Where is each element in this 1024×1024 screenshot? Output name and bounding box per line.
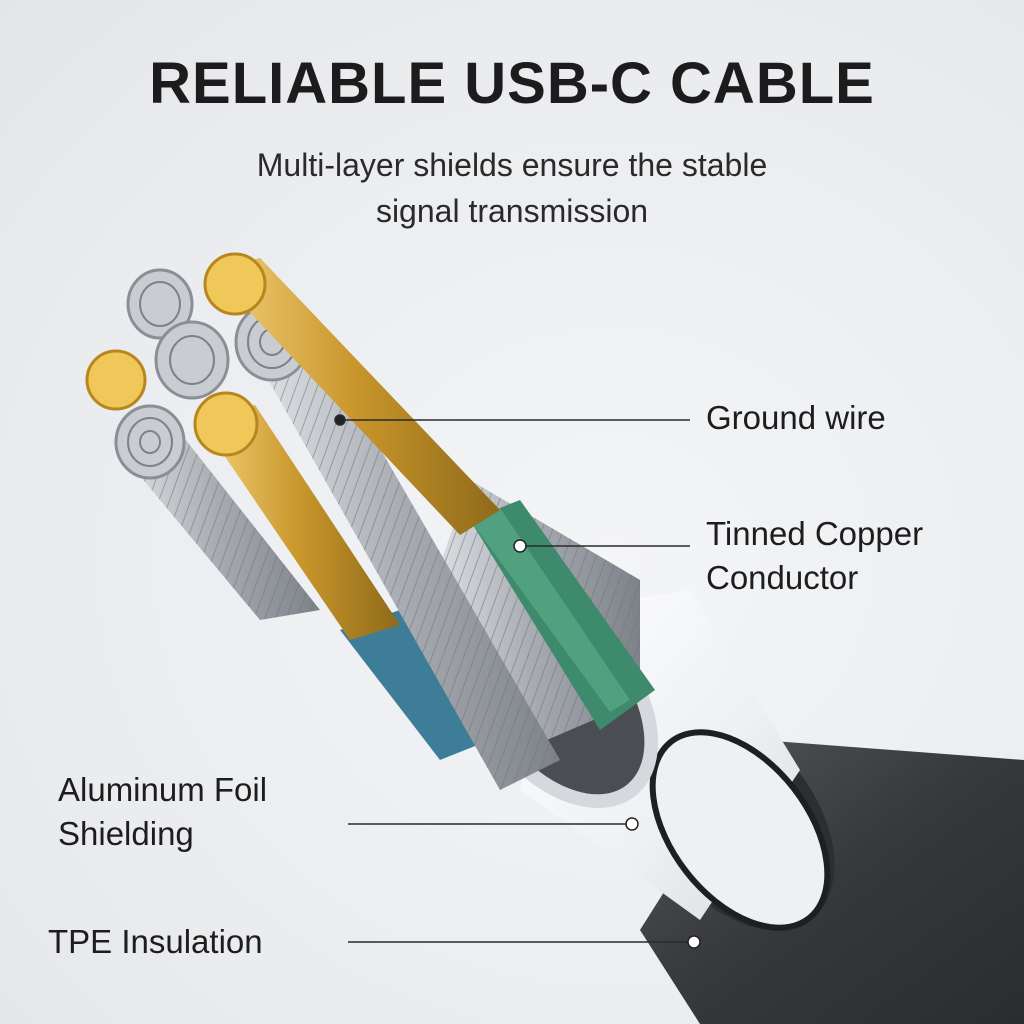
callout-aluminum-foil: Aluminum Foil Shielding: [58, 768, 267, 856]
subtitle-line-1: Multi-layer shields ensure the stable: [256, 147, 768, 183]
subtitle-line-2: signal transmission: [375, 193, 649, 229]
ground-wires: [110, 268, 560, 790]
green-wire: [470, 500, 655, 730]
callout-tinned-copper-line-2: Conductor: [706, 559, 859, 596]
page-title: RELIABLE USB-C CABLE: [149, 51, 875, 116]
callout-tpe-insulation: TPE Insulation: [48, 923, 263, 960]
blue-wire: [340, 610, 490, 760]
callout-aluminum-foil-line-2: Shielding: [58, 815, 194, 852]
page-subtitle: Multi-layer shields ensure the stable si…: [0, 142, 1024, 234]
callout-aluminum-foil-line-1: Aluminum Foil: [58, 771, 268, 808]
gold-conductors: [85, 252, 500, 640]
callout-ground-wire: Ground wire: [706, 399, 886, 436]
leader-lines: [334, 414, 701, 949]
callout-tinned-copper-line-1: Tinned Copper: [706, 515, 924, 552]
callout-tinned-copper: Tinned Copper Conductor: [706, 512, 923, 600]
